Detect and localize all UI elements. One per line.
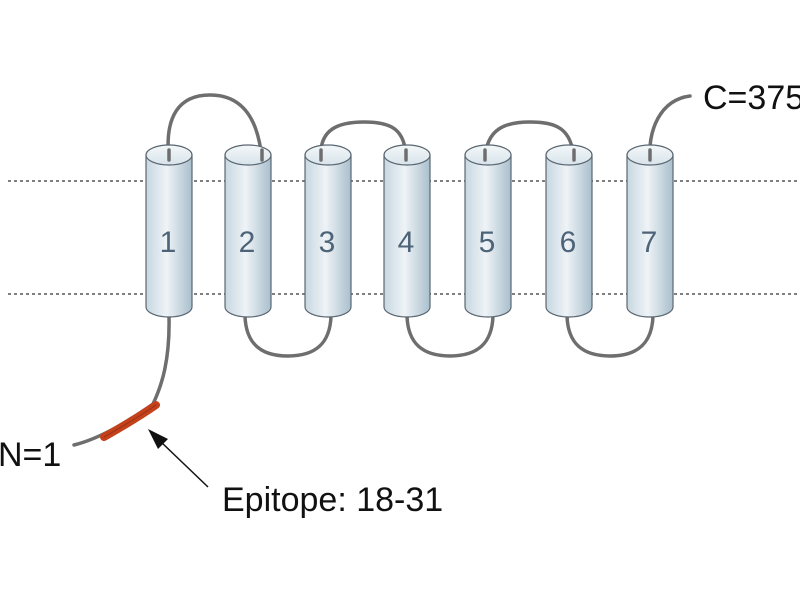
helix-body <box>304 154 352 318</box>
epitope-arrow-shaft <box>159 440 209 488</box>
helix-6: 6 <box>545 144 593 318</box>
helix-2: 2 <box>224 144 272 318</box>
helix-7: 7 <box>626 144 674 318</box>
helix-label: 5 <box>479 226 496 259</box>
helix-label: 2 <box>239 226 256 259</box>
intracellular-loop-2 <box>405 314 495 358</box>
helix-body <box>626 154 674 318</box>
epitope-label: Epitope: 18-31 <box>222 481 443 519</box>
helix-body <box>464 154 512 318</box>
intracellular-loop-1 <box>243 314 333 358</box>
helix-4: 4 <box>383 144 431 318</box>
helices: 1 2 3 4 5 6 7 <box>145 144 674 318</box>
helix-5: 5 <box>464 144 512 318</box>
helix-3: 3 <box>304 144 352 318</box>
helix-cap <box>464 144 512 166</box>
helix-body <box>383 154 431 318</box>
extracellular-loop-2 <box>319 120 408 162</box>
helix-cap <box>545 144 593 166</box>
helix-body <box>224 154 272 318</box>
helix-1: 1 <box>145 144 193 318</box>
helix-cap <box>304 144 352 166</box>
helix-label: 3 <box>319 226 336 259</box>
helix-body <box>545 154 593 318</box>
epitope-arrow-head <box>148 429 168 449</box>
intracellular-loop-3 <box>565 314 655 358</box>
helix-label: 7 <box>641 226 658 259</box>
extracellular-loop-1 <box>166 93 264 162</box>
helix-label: 1 <box>160 226 177 259</box>
helix-label: 4 <box>398 226 415 259</box>
n-terminus-label: N=1 <box>0 436 61 474</box>
c-terminus-label: C=375 <box>703 79 800 117</box>
extracellular-loop-3 <box>483 120 576 162</box>
helix-cap <box>224 144 272 166</box>
helix-body <box>145 154 193 318</box>
loops <box>72 93 692 447</box>
helix-label: 6 <box>560 226 577 259</box>
